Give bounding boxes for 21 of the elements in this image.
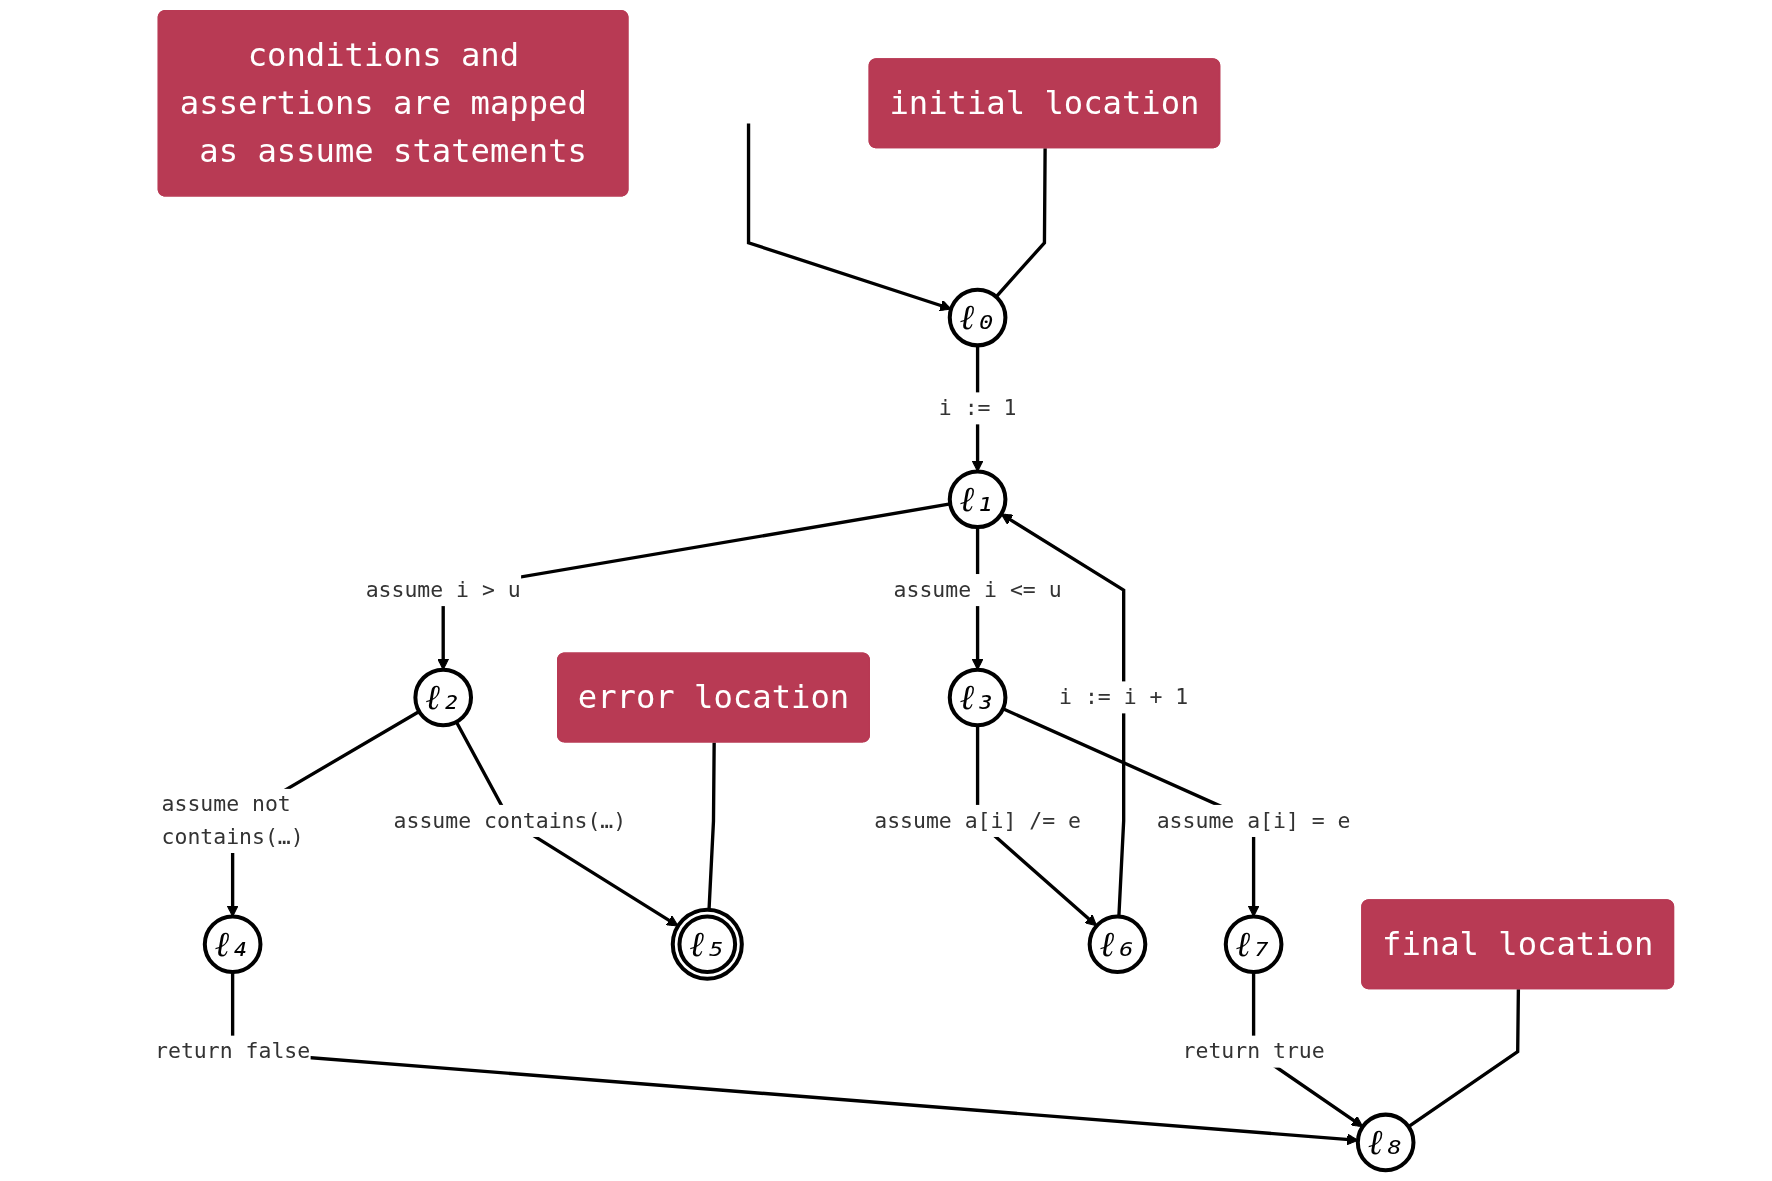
node-circle: ℓ₁ [947, 469, 1008, 530]
edge-label: return false [155, 1038, 311, 1064]
node-circle: ℓ₃ [947, 667, 1008, 728]
edge-label: i := i + 1 [1059, 684, 1189, 710]
edge-label: assume i <= u [893, 576, 1062, 603]
edge-label: assume a[i] = e [1156, 807, 1351, 833]
node-circle: ℓ₂ [413, 667, 474, 728]
edge-label: assume i > u [365, 576, 521, 603]
node-circle: ℓ₀ [947, 287, 1008, 348]
connector [1407, 989, 1521, 1129]
node-circle: ℓ₈ [1355, 1112, 1416, 1173]
edge-label: assume not contains(…) [161, 791, 304, 850]
node-circle: ℓ₆ [1087, 914, 1148, 975]
edge-label: assume contains(…) [393, 807, 627, 833]
node-circle: ℓ₅ [670, 907, 744, 981]
node-circle: ℓ₇ [1223, 914, 1284, 975]
edge-label: i := 1 [938, 395, 1017, 421]
node-circle: ℓ₄ [202, 914, 263, 975]
connector [994, 148, 1047, 298]
edge-label: return true [1182, 1038, 1325, 1064]
edge-label: assume a[i] /= e [874, 807, 1081, 833]
